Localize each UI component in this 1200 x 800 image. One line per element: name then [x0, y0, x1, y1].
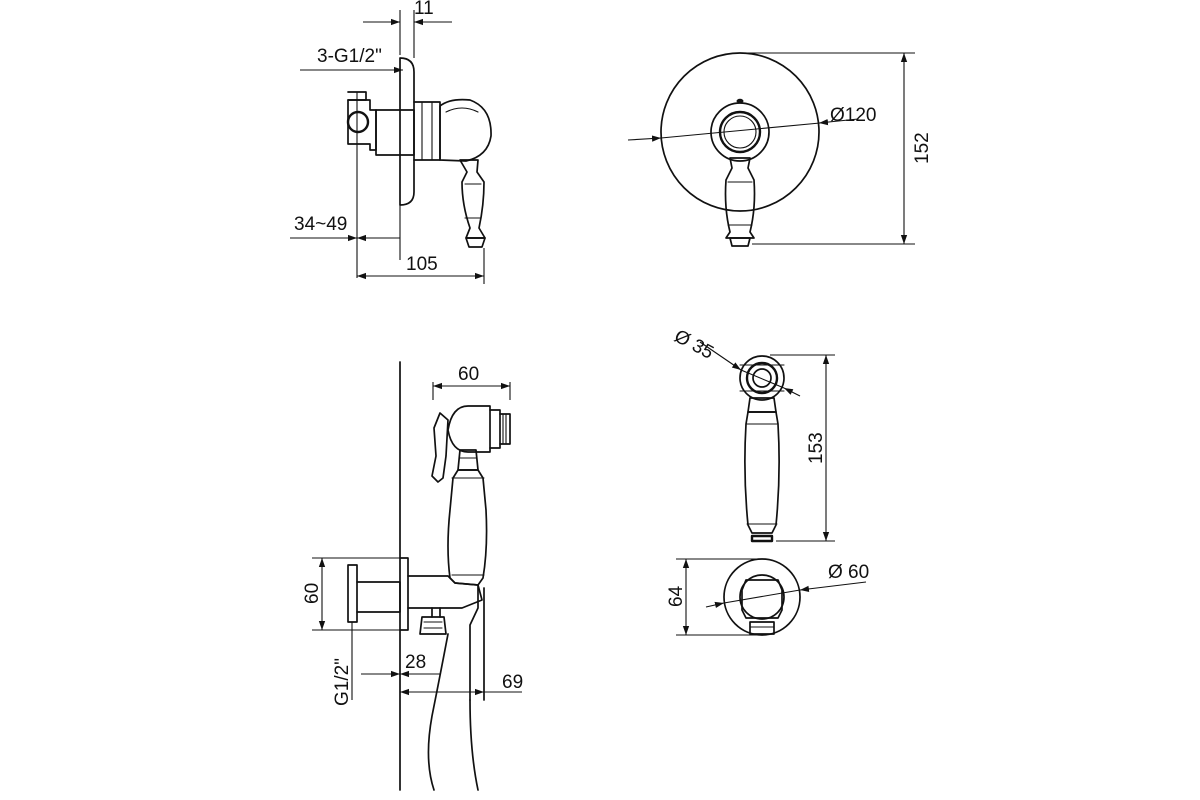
dim-label-64: 64: [666, 585, 687, 607]
mixer-front-view: Ø120 152: [627, 52, 933, 247]
mixer-front-lever: [724, 157, 756, 239]
dim-label-g12: G1/2": [332, 658, 353, 706]
mixer-outlet: [347, 99, 377, 151]
hose-right: [469, 699, 479, 791]
shower-front-handle: [744, 411, 780, 534]
mixer-handle-head: [439, 98, 492, 162]
holder-side-view: 60 60 G1/2" 28 69: [302, 361, 523, 791]
dim-label-34-49: 34~49: [294, 214, 347, 235]
hand-shower-head: [447, 405, 491, 453]
dim-label-diameter-35: Ø 35: [671, 326, 717, 364]
dim-label-diameter-120: Ø120: [830, 105, 876, 126]
dim-label-28: 28: [405, 652, 426, 673]
holder-block: [399, 557, 409, 631]
dim-label-69: 69: [502, 672, 523, 693]
trigger-lever: [431, 412, 449, 483]
dim-label-60-width: 60: [458, 364, 479, 385]
dim-label-11: 11: [414, 0, 434, 19]
shower-face-outer: [739, 355, 785, 401]
dim-label-152: 152: [912, 132, 933, 164]
hose-left: [427, 633, 449, 791]
mixer-lever: [459, 159, 486, 239]
mixer-wall-plate: [399, 57, 415, 206]
dim-label-thread-3g: 3-G1/2": [317, 46, 382, 67]
mixer-rosette: [660, 52, 820, 212]
shower-front-view: Ø 35 153: [671, 326, 835, 543]
hand-shower-handle: [447, 469, 488, 586]
dim-label-diameter-60: Ø 60: [828, 562, 869, 583]
mixer-body: [413, 101, 441, 161]
mixer-side-view: 11 3-G1/2" 34~49 105: [290, 0, 492, 284]
holder-front-view: 64 Ø 60: [666, 558, 869, 636]
holder-arm: [407, 575, 483, 609]
dim-label-153: 153: [806, 432, 827, 464]
mixer-connector: [375, 109, 415, 156]
hose-connector: [419, 616, 447, 635]
dim-label-105: 105: [406, 254, 438, 275]
dim-label-60-height: 60: [302, 583, 323, 604]
